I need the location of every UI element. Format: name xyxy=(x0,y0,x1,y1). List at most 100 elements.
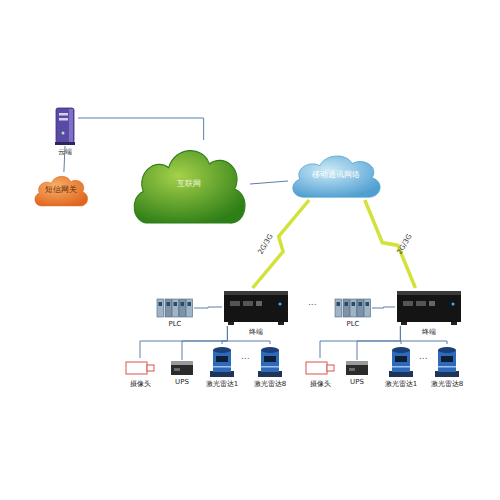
ups-body xyxy=(346,365,368,375)
lidar-icon: 激光雷达8 xyxy=(255,344,285,378)
plc-window xyxy=(167,302,171,306)
terminal-led xyxy=(279,303,282,306)
terminal-foot xyxy=(228,322,234,325)
server-side xyxy=(69,109,73,142)
plc-module xyxy=(343,299,350,317)
device-label: 云端 xyxy=(58,148,72,157)
device-label: 激光雷达1 xyxy=(385,380,417,389)
lidar-icon-art xyxy=(255,344,285,378)
camera-icon-art xyxy=(304,358,336,378)
plc-device-art xyxy=(156,298,194,318)
link-label: 2G/3G xyxy=(256,233,275,257)
plc-window xyxy=(337,302,341,306)
device-label: 摄像头 xyxy=(310,380,331,389)
cloud-label: 互联网 xyxy=(177,179,201,189)
plc-module xyxy=(364,299,371,317)
ups-top xyxy=(171,361,193,365)
ups-top xyxy=(346,361,368,365)
network-line xyxy=(227,326,270,344)
link-label: 2G/3G xyxy=(396,233,415,257)
lidar-window xyxy=(441,356,453,362)
network-line xyxy=(222,326,227,344)
device-label: 摄像头 xyxy=(130,380,151,389)
terminal-port xyxy=(256,301,262,306)
device-label: UPS xyxy=(350,378,364,387)
ups-icon: UPS xyxy=(170,360,194,376)
ups-body xyxy=(171,365,193,375)
plc-module xyxy=(186,299,193,317)
lidar-cap xyxy=(392,347,410,353)
terminal-port xyxy=(429,301,435,306)
ellipsis-mark: ... xyxy=(419,352,428,361)
network-line xyxy=(400,326,447,344)
plc-device: PLC xyxy=(156,298,194,318)
plc-window xyxy=(359,302,363,306)
terminal-port xyxy=(403,301,413,306)
network-line xyxy=(78,118,204,140)
terminal-body xyxy=(224,295,288,322)
plc-module xyxy=(165,299,172,317)
ellipsis-mark: ... xyxy=(308,298,317,307)
terminal-led xyxy=(452,303,455,306)
camera-body xyxy=(126,362,147,374)
ups-panel xyxy=(349,368,355,371)
lidar-stripe xyxy=(438,366,456,368)
network-line xyxy=(320,326,400,358)
terminal-body xyxy=(397,295,461,322)
server-bay xyxy=(59,118,68,121)
lidar-icon: 激光雷达1 xyxy=(386,344,416,378)
camera-icon: 摄像头 xyxy=(304,358,336,378)
ups-icon-art xyxy=(345,360,369,376)
cloud-shape xyxy=(134,151,245,223)
lidar-body xyxy=(213,350,231,372)
plc-module xyxy=(179,299,186,317)
sms-gateway-cloud: 短信网关 xyxy=(32,172,90,208)
lidar-icon-art xyxy=(386,344,416,378)
device-label: 激光雷达8 xyxy=(431,380,463,389)
device-label: UPS xyxy=(175,378,189,387)
lidar-cap xyxy=(438,347,456,353)
terminal-device: 终端 xyxy=(222,288,290,326)
lidar-body xyxy=(261,350,279,372)
lidar-body xyxy=(392,350,410,372)
server-body xyxy=(56,108,74,143)
terminal-foot xyxy=(451,322,457,325)
device-label: PLC xyxy=(168,320,181,329)
lidar-cap xyxy=(261,347,279,353)
terminal-foot xyxy=(278,322,284,325)
camera-icon-art xyxy=(124,358,156,378)
lidar-window xyxy=(395,356,407,362)
device-label: PLC xyxy=(346,320,359,329)
lidar-icon: 激光雷达1 xyxy=(207,344,237,378)
ellipsis-mark: ... xyxy=(241,352,250,361)
camera-lens xyxy=(147,365,154,371)
cloud-shape xyxy=(35,176,88,206)
terminal-device: 终端 xyxy=(395,288,463,326)
ups-icon: UPS xyxy=(345,360,369,376)
plc-device: PLC xyxy=(334,298,372,318)
mobile-network-cloud: 移动通讯网络 xyxy=(288,150,384,200)
lidar-cap xyxy=(213,347,231,353)
plc-module xyxy=(335,299,342,317)
terminal-port xyxy=(230,301,240,306)
plc-window xyxy=(366,302,370,306)
plc-window xyxy=(345,302,349,306)
lidar-stripe xyxy=(261,366,279,368)
network-line xyxy=(372,307,395,308)
terminal-device-art xyxy=(395,288,463,326)
lidar-window xyxy=(264,356,276,362)
device-label: 激光雷达1 xyxy=(206,380,238,389)
device-label: 激光雷达8 xyxy=(254,380,286,389)
ups-panel xyxy=(174,368,180,371)
cloud-label: 移动通讯网络 xyxy=(312,170,360,180)
terminal-foot xyxy=(401,322,407,325)
plc-module xyxy=(357,299,364,317)
plc-module xyxy=(350,299,357,317)
server-icon-art xyxy=(52,106,78,146)
camera-lens xyxy=(327,365,334,371)
lidar-stripe xyxy=(213,366,231,368)
wireless-link xyxy=(253,200,310,288)
server-icon: 云端 xyxy=(52,106,78,146)
